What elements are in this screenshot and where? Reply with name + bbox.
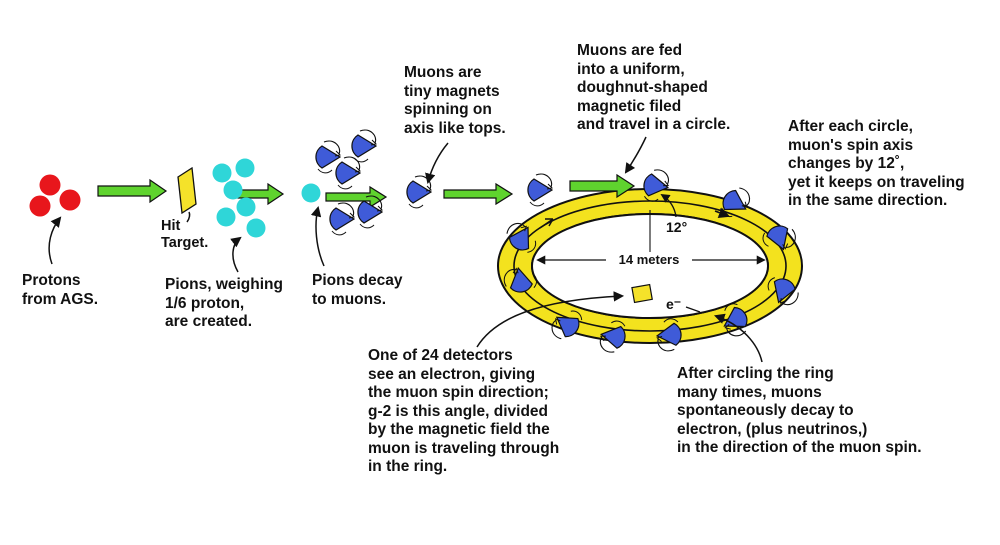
protons [29,174,81,217]
pion [212,163,232,183]
target-plate [177,166,197,215]
beam-arrow [97,178,168,204]
pion [301,183,321,203]
diameter-label: 14 meters [619,252,680,267]
pions-decay-label: Pions decay to muons. [312,272,403,308]
pions-label: Pions, weighing 1/6 proton, are created. [165,276,283,330]
detector [631,283,653,304]
proton [39,174,61,196]
beam-arrows [97,173,636,209]
proton [59,189,81,211]
hit-target-label: Hit Target. [161,218,209,251]
decay-muons [315,129,553,236]
muon [335,156,361,190]
muons-magnets-label: Muons are tiny magnets spinning on axis … [404,64,506,137]
beam-arrow [325,185,388,209]
beam-arrow [443,182,514,206]
pion [236,197,256,217]
proton [29,195,51,217]
after-each-circle-label: After each circle, muon's spin axis chan… [788,118,965,209]
muon [351,129,377,163]
muon [406,175,432,209]
pion [223,180,243,200]
pions [212,158,321,238]
electron-label: e⁻ [666,296,681,312]
pion [235,158,255,178]
pion [216,207,236,227]
beam-arrow [569,173,636,199]
muons-fed-label: Muons are fed into a uniform, doughnut-s… [577,42,731,133]
muon [527,173,553,207]
pointer-lines [48,136,763,363]
angle-label: 12° [666,219,687,235]
after-circling-label: After circling the ring many times, muon… [677,365,922,456]
detectors-label: One of 24 detectors see an electron, giv… [368,347,560,475]
pion [246,218,266,238]
diameter-dimension: 14 meters [536,210,766,267]
protons-label: Protons from AGS. [22,272,99,308]
storage-ring [496,188,804,344]
muon [329,202,355,236]
